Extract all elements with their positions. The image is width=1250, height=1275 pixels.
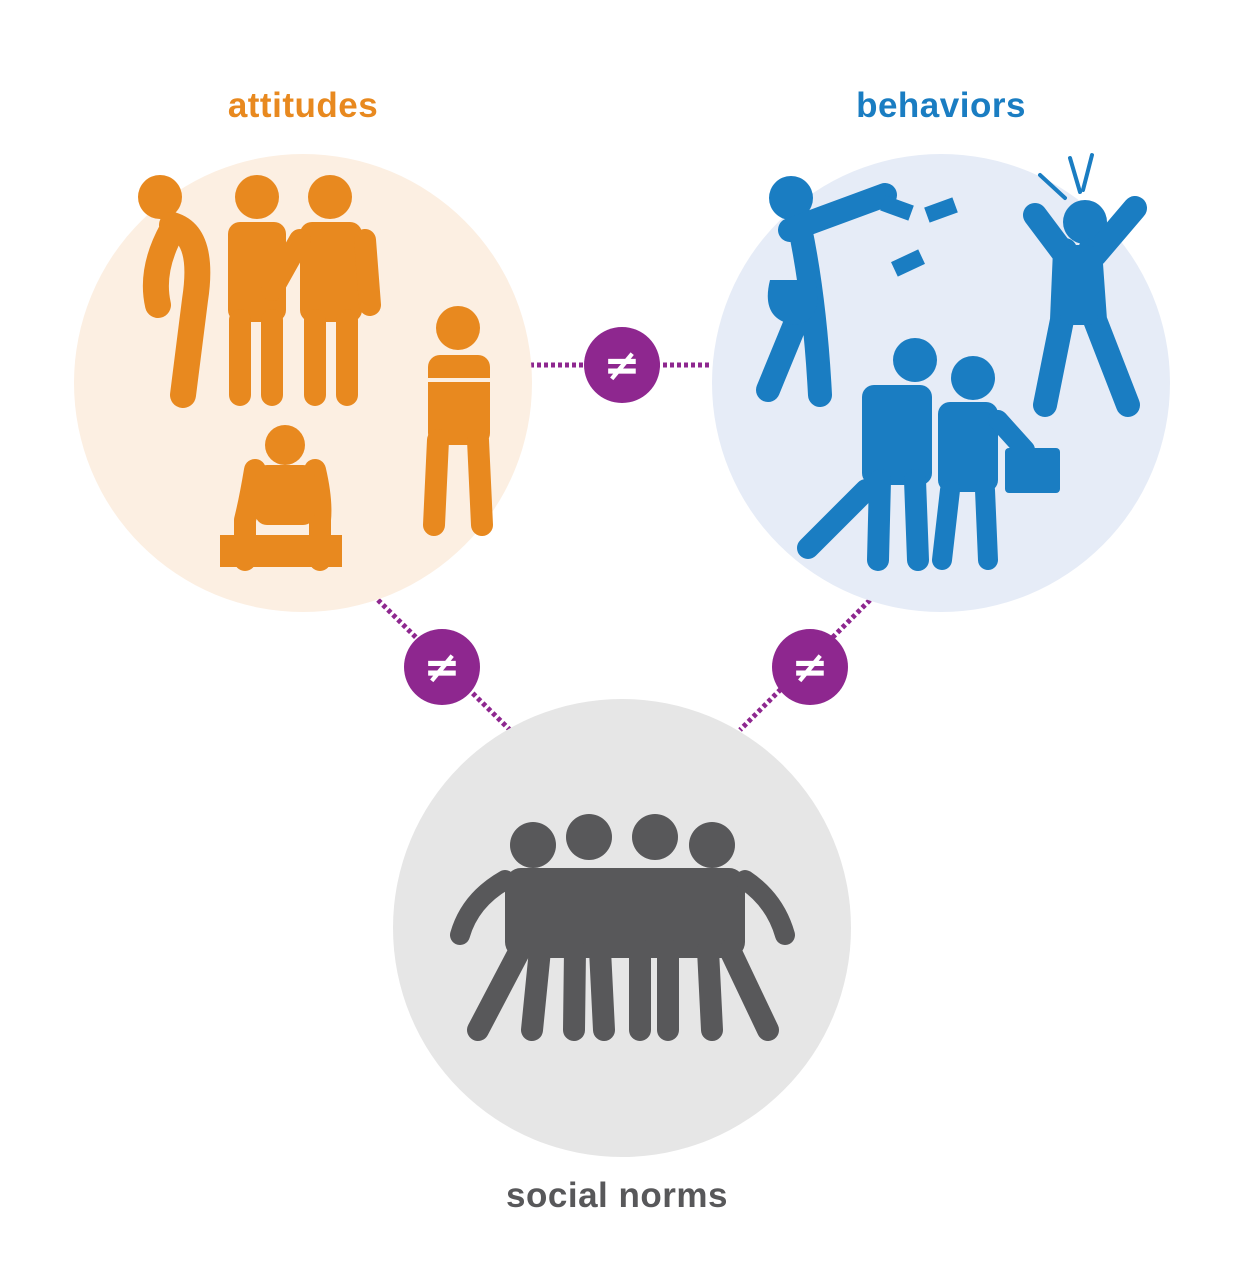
attitudes-title: attitudes xyxy=(227,86,379,125)
not-equal-badge-top: ≠ xyxy=(584,327,660,403)
not-equal-badge-left: ≠ xyxy=(404,629,480,705)
not-equal-icon: ≠ xyxy=(792,642,829,693)
not-equal-icon: ≠ xyxy=(604,340,641,391)
not-equal-icon: ≠ xyxy=(424,642,461,693)
social-norms-title: social norms xyxy=(506,1176,728,1215)
attitudes-people-icon xyxy=(138,175,493,571)
not-equal-badge-right: ≠ xyxy=(772,629,848,705)
behaviors-people-icon xyxy=(756,153,1147,571)
behaviors-title: behaviors xyxy=(856,86,1026,125)
social-norms-group-icon xyxy=(450,814,795,1041)
